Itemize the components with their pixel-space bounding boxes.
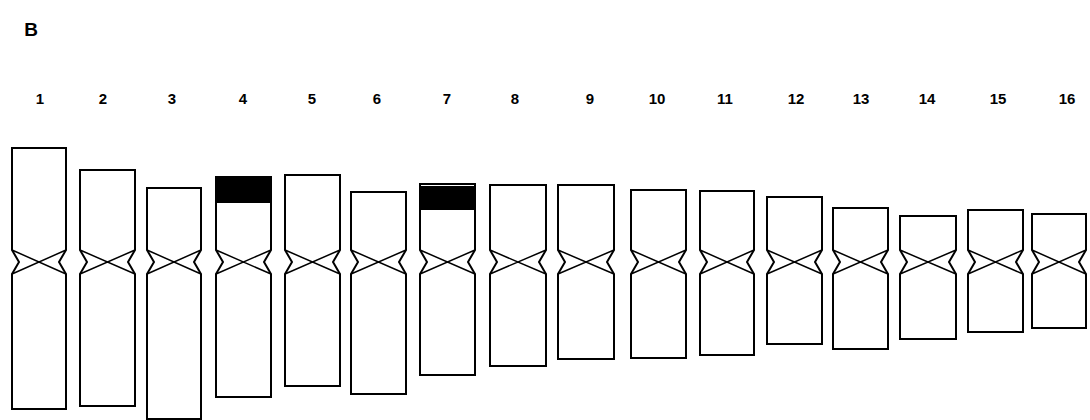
chromosome-outline [1032, 214, 1086, 328]
centromere-cross [490, 250, 546, 274]
chromosome-number: 12 [788, 91, 805, 106]
centromere-cross [80, 250, 135, 274]
centromere-cross [12, 250, 66, 274]
chromosome-number: 5 [308, 91, 316, 106]
chromosome [12, 148, 66, 409]
centromere-cross [631, 250, 686, 274]
chromosome-number: 16 [1059, 91, 1076, 106]
centromere-cross [833, 250, 888, 274]
chromosome [216, 177, 271, 397]
chromosome-number: 10 [649, 91, 666, 106]
chromosome-outline [631, 190, 686, 358]
centromere-cross [1032, 250, 1086, 274]
dark-band [420, 186, 475, 210]
chromosome-outline [900, 216, 956, 339]
centromere-cross [700, 250, 754, 274]
chromosome [767, 197, 822, 344]
dark-band [216, 178, 271, 203]
chromosome-outline [12, 148, 66, 409]
centromere-cross [285, 250, 340, 274]
panel-letter: B [24, 20, 38, 39]
chromosome-outline [80, 170, 135, 406]
centromere-cross [147, 250, 201, 274]
chromosome-number: 14 [919, 91, 936, 106]
chromosome-number: 2 [99, 91, 107, 106]
chromosome-number: 4 [239, 91, 247, 106]
chromosome-outline [147, 188, 201, 419]
chromosome-outline [833, 208, 888, 349]
chromosome [1032, 214, 1086, 328]
centromere-cross [216, 250, 271, 274]
chromosome [558, 185, 614, 359]
chromosome-outline [558, 185, 614, 359]
chromosome [147, 188, 201, 419]
chromosome-outline [216, 177, 271, 397]
chromosome [700, 191, 754, 355]
centromere-cross [351, 250, 406, 274]
chromosome [420, 184, 475, 375]
chromosome-outline [420, 184, 475, 375]
chromosome-number: 8 [511, 91, 519, 106]
chromosome [80, 170, 135, 406]
chromosome-number: 3 [168, 91, 176, 106]
chromosome-number: 9 [586, 91, 594, 106]
chromosome-number: 7 [443, 91, 451, 106]
centromere-cross [900, 250, 956, 274]
chromosome-number: 1 [36, 91, 44, 106]
chromosome [833, 208, 888, 349]
chromosome-outline [351, 192, 406, 394]
chromosome [351, 192, 406, 394]
chromosome [285, 175, 340, 386]
chromosome-outline [968, 210, 1023, 332]
chromosome [968, 210, 1023, 332]
chromosome-number: 15 [990, 91, 1007, 106]
chromosome-number: 6 [373, 91, 381, 106]
chromosome-outline [700, 191, 754, 355]
chromosome-number: 13 [853, 91, 870, 106]
chromosome [900, 216, 956, 339]
centromere-cross [968, 250, 1023, 274]
centromere-cross [558, 250, 614, 274]
centromere-cross [420, 250, 475, 274]
chromosome-number: 11 [717, 91, 733, 106]
chromosome-outline [490, 185, 546, 366]
chromosome [631, 190, 686, 358]
chromosome-outline [767, 197, 822, 344]
centromere-cross [767, 250, 822, 274]
chromosome [490, 185, 546, 366]
chromosome-outline [285, 175, 340, 386]
